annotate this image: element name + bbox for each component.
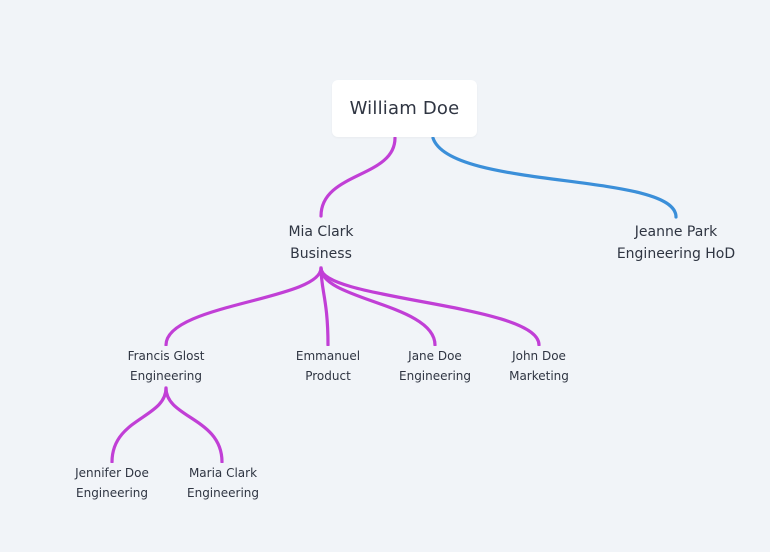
edge-mia-jane (319, 266, 437, 347)
node-maria-clark[interactable]: Maria Clark Engineering (178, 463, 268, 503)
node-role: Engineering (76, 486, 148, 500)
node-name: Jane Doe (408, 349, 462, 363)
node-name: Jennifer Doe (75, 466, 149, 480)
root-node-label: William Doe (349, 98, 460, 119)
node-name: Mia Clark (288, 224, 354, 240)
node-name: Emmanuel (295, 349, 361, 363)
node-name: Francis Glost (127, 349, 205, 363)
node-jeanne-park[interactable]: Jeanne Park Engineering HoD (606, 221, 746, 265)
node-emmanuel[interactable]: Emmanuel Product (288, 346, 368, 386)
edge-francis-maria (164, 386, 224, 464)
node-john-doe[interactable]: John Doe Marketing (501, 346, 577, 386)
node-name: John Doe (512, 349, 566, 363)
node-francis-glost[interactable]: Francis Glost Engineering (112, 346, 220, 386)
node-name: Maria Clark (188, 466, 258, 480)
edge-root-jeanne (431, 136, 678, 219)
node-role: Engineering HoD (616, 246, 736, 262)
node-name: Jeanne Park (634, 224, 718, 240)
node-jennifer-doe[interactable]: Jennifer Doe Engineering (64, 463, 160, 503)
node-role: Engineering (399, 369, 471, 383)
node-role: Marketing (509, 369, 569, 383)
node-role: Product (305, 369, 351, 383)
node-role: Engineering (187, 486, 259, 500)
edge-mia-francis (164, 266, 323, 347)
root-node[interactable]: William Doe (332, 80, 477, 137)
edge-root-mia (319, 136, 397, 218)
node-role: Engineering (130, 369, 202, 383)
edge-francis-jennifer (110, 386, 168, 464)
edge-mia-john (319, 266, 541, 347)
node-jane-doe[interactable]: Jane Doe Engineering (392, 346, 478, 386)
node-mia-clark[interactable]: Mia Clark Business (277, 221, 365, 265)
node-role: Business (290, 246, 352, 262)
